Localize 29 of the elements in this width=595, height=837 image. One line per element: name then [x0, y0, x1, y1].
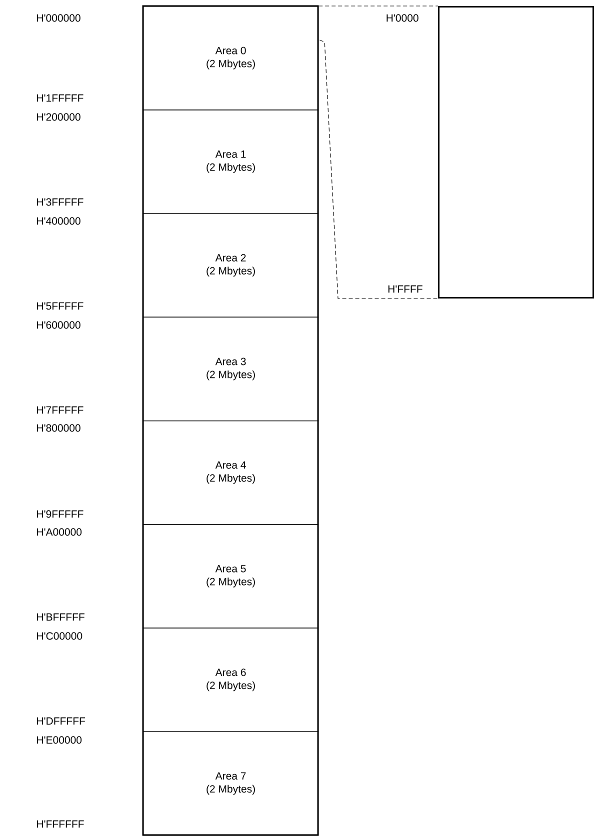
address-label: H'800000: [37, 424, 80, 432]
address-label: H'E00000: [37, 736, 82, 744]
address-label: H'BFFFFF: [37, 613, 84, 621]
address-label: H'5FFFFF: [37, 302, 84, 310]
memory-area: Area 7 (2 Mbytes): [143, 731, 319, 836]
memory-area: Area 4 (2 Mbytes): [143, 420, 319, 525]
address-label: H'9FFFFF: [37, 510, 84, 518]
memory-area: Area 2 (2 Mbytes): [143, 213, 319, 318]
address-label: H'000000: [37, 14, 80, 22]
node-label: (2 Mbytes): [206, 60, 255, 70]
address-label: H'A00000: [37, 528, 82, 536]
memory-block: [438, 6, 594, 298]
address-label: H'7FFFFF: [37, 406, 84, 414]
address-label: H'1FFFFF: [37, 94, 84, 102]
address-label: H'3FFFFF: [37, 198, 84, 206]
address-label: H'0000: [386, 14, 418, 22]
memory-area: Area 5 (2 Mbytes): [143, 524, 319, 628]
address-label: H'FFFFFF: [37, 820, 84, 828]
address-label: H'600000: [37, 321, 80, 329]
node-label: Area 0: [215, 46, 246, 54]
address-label: H'400000: [37, 217, 80, 225]
memory-area: Area 6 (2 Mbytes): [143, 628, 319, 732]
expansion-line: [319, 40, 438, 299]
address-label: H'DFFFFF: [37, 717, 86, 725]
address-label: H'FFFF: [388, 285, 422, 293]
address-label: H'C00000: [37, 632, 82, 640]
memory-area: Area 3 (2 Mbytes): [143, 316, 319, 422]
address-label: H'200000: [37, 113, 80, 121]
memory-area: Area 1 (2 Mbytes): [143, 110, 319, 214]
